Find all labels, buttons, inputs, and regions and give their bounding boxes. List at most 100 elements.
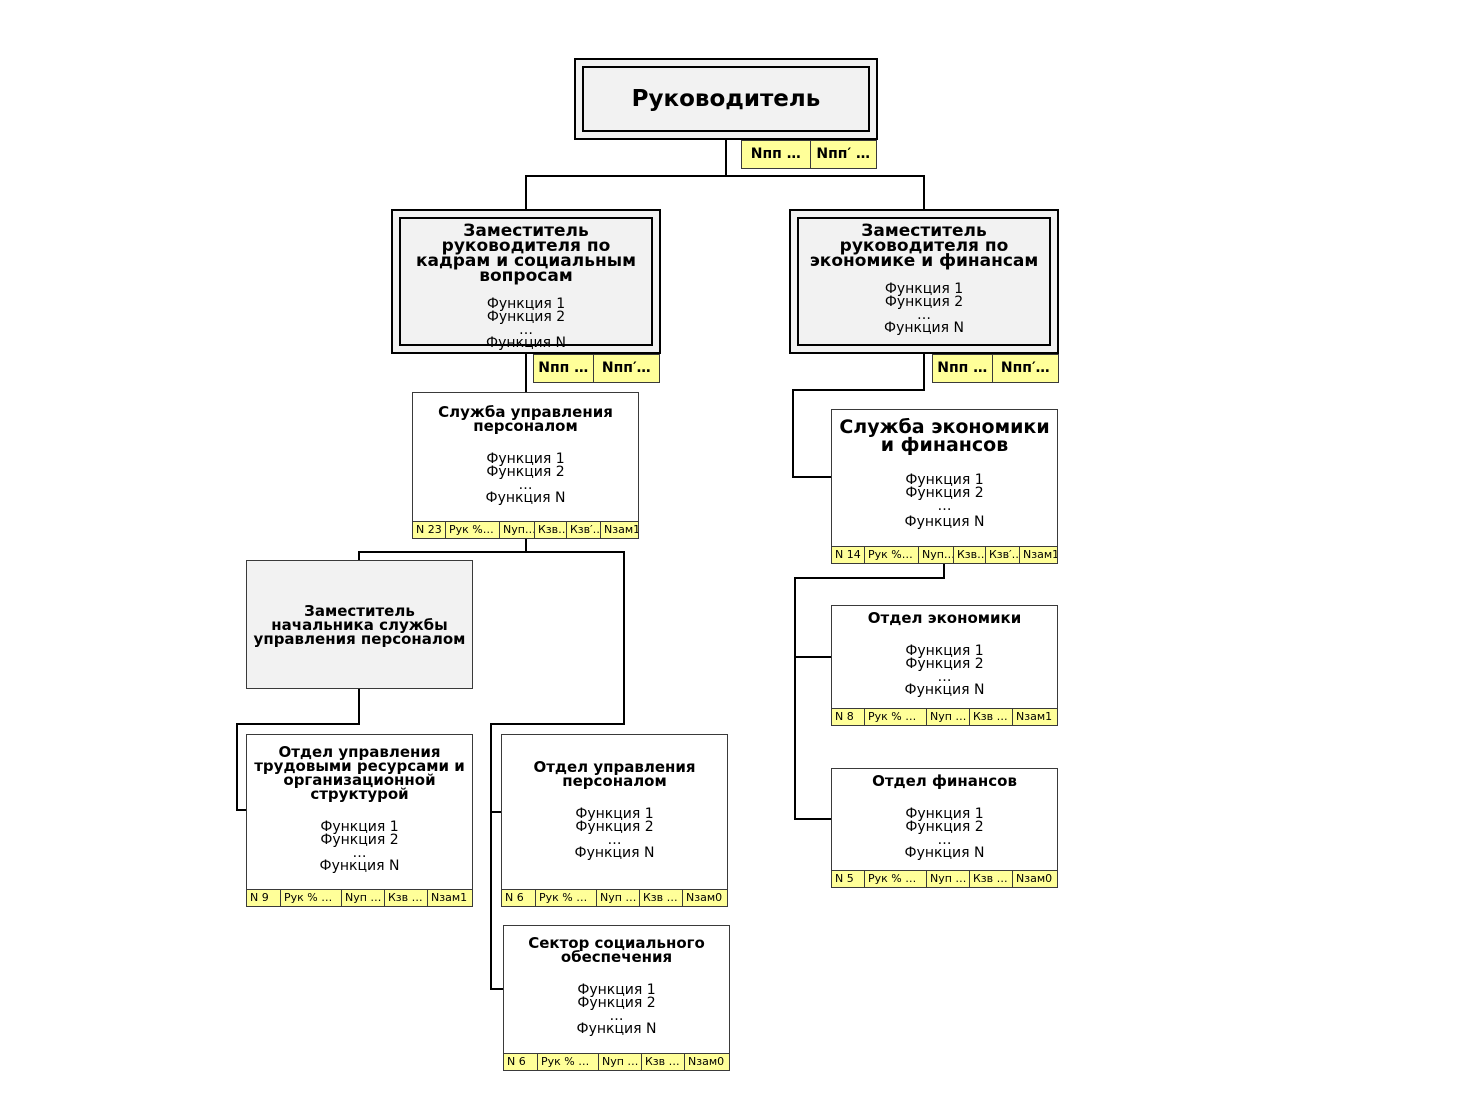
stat-manager-percent: Рук % …: [865, 871, 927, 887]
dept-econ-title: Отдел экономики: [867, 609, 1022, 627]
dept-personnel-functions: Функция 1 Функция 2 … Функция N: [574, 806, 655, 861]
stat-kzv-prime: Кзв′…: [567, 522, 601, 538]
function-item: Функция N: [574, 845, 655, 861]
function-item: Функция 2: [905, 819, 984, 835]
dept-labor-box: Отдел управления трудовыми ресурсами и о…: [246, 734, 473, 890]
stat-kzv: Кзв …: [642, 1054, 685, 1070]
head-tags: Nпп … Nпп′ …: [741, 140, 877, 169]
stat-nzam: Nзам0: [688, 1055, 725, 1068]
dept-personnel-title: Отдел управления персоналом: [533, 758, 696, 790]
deputy-hr-functions: Функция 1 Функция 2 … Функция N: [486, 296, 566, 351]
econ-service-functions: Функция 1 Функция 2 … Функция N: [904, 472, 985, 530]
function-item: Функция 2: [884, 294, 964, 310]
dept-personnel-box: Отдел управления персоналом Функция 1 Фу…: [501, 734, 728, 890]
stat-headcount: N 8: [832, 709, 865, 725]
stat-headcount: N 14: [832, 547, 865, 563]
head-title: Руководитель: [631, 86, 821, 112]
function-item: Функция 1: [320, 819, 399, 835]
stat-nzam: Nзам0: [1016, 872, 1053, 885]
econ-service-stats: N 14 Рук %… Nуп… Кзв… Кзв′… Nзам1: [831, 546, 1058, 564]
stat-kzv: Кзв…: [535, 522, 567, 538]
dept-personnel-stats: N 6 Рук % … Nуп … Кзв … Nзам0: [501, 889, 728, 907]
sector-social-box: Сектор социального обеспечения Функция 1…: [503, 925, 730, 1054]
stat-nup: Nуп …: [597, 890, 640, 906]
function-item: Функция N: [904, 514, 985, 530]
function-item: Функция 2: [905, 485, 984, 501]
stat-manager-percent: Рук % …: [538, 1054, 599, 1070]
function-item: Функция 1: [575, 806, 654, 822]
function-item: Функция 2: [486, 309, 566, 325]
function-item: …: [937, 669, 952, 685]
function-item: Функция N: [486, 335, 566, 351]
function-item: Функция 2: [575, 819, 654, 835]
function-item: Функция 1: [884, 281, 964, 297]
deputy-econ-tag-npp-prime: Nпп′…: [1000, 360, 1050, 376]
sector-social-title: Сектор социального обеспечения: [528, 934, 705, 966]
stat-nup: Nуп…: [919, 547, 954, 563]
stat-nup: Nуп …: [342, 890, 385, 906]
stat-nzam: Nзам0: [686, 891, 723, 904]
deputy-econ-tag-npp: Nпп …: [933, 355, 993, 382]
deputy-econ-title: Заместитель руководителя по экономике и …: [809, 221, 1039, 271]
function-item: Функция N: [576, 1021, 657, 1037]
stat-headcount: N 6: [504, 1054, 538, 1070]
stat-kzv: Кзв …: [640, 890, 683, 906]
dept-econ-stats: N 8 Рук % … Nуп … Кзв … Nзам1: [831, 708, 1058, 726]
econ-service-box: Служба экономики и финансов Функция 1 Фу…: [831, 409, 1058, 547]
stat-headcount: N 6: [502, 890, 536, 906]
function-item: Функция N: [485, 490, 566, 506]
head-tag-npp-prime: Nпп′ …: [816, 146, 871, 162]
stat-manager-percent: Рук %…: [865, 547, 919, 563]
stat-headcount: N 5: [832, 871, 865, 887]
head-tag-npp: Nпп …: [742, 141, 811, 168]
stat-manager-percent: Рук %…: [446, 522, 500, 538]
dept-finance-functions: Функция 1 Функция 2 … Функция N: [905, 807, 985, 860]
hr-service-title: Служба управления персоналом: [438, 403, 613, 435]
stat-headcount: N 23: [413, 522, 446, 538]
deputy-hr-tag-npp-prime: Nпп′…: [601, 360, 651, 376]
stat-nzam: Nзам1: [604, 523, 638, 536]
stat-kzv: Кзв …: [970, 871, 1013, 887]
deputy-hr-tag-npp: Nпп …: [534, 355, 594, 382]
function-item: Функция N: [319, 858, 400, 874]
stat-nzam: Nзам1: [431, 891, 468, 904]
stat-nup: Nуп…: [500, 522, 535, 538]
stat-manager-percent: Рук % …: [281, 890, 342, 906]
dept-econ-box: Отдел экономики Функция 1 Функция 2 … Фу…: [831, 605, 1058, 709]
deputy-hr-title: Заместитель руководителя по кадрам и соц…: [416, 221, 636, 286]
hr-service-box: Служба управления персоналом Функция 1 Ф…: [412, 392, 639, 522]
function-item: Функция 1: [905, 472, 984, 488]
dept-labor-functions: Функция 1 Функция 2 … Функция N: [319, 819, 400, 874]
stat-manager-percent: Рук % …: [865, 709, 927, 725]
function-item: Функция 1: [905, 643, 984, 659]
function-item: Функция 1: [486, 296, 566, 312]
function-item: Функция 2: [577, 995, 656, 1011]
deputy-econ-functions: Функция 1 Функция 2 … Функция N: [884, 281, 964, 336]
dept-labor-title: Отдел управления трудовыми ресурсами и о…: [254, 743, 465, 803]
stat-kzv: Кзв …: [385, 890, 428, 906]
stat-nzam: Nзам1: [1016, 710, 1053, 723]
hr-deputy-chief-box: Заместитель начальника службы управления…: [246, 560, 473, 689]
stat-nzam: Nзам1: [1023, 548, 1057, 561]
function-item: …: [937, 832, 952, 848]
function-item: …: [937, 498, 952, 514]
function-item: Функция 1: [486, 451, 565, 467]
function-item: Функция 2: [486, 464, 565, 480]
function-item: …: [916, 307, 931, 323]
head-box: Руководитель: [574, 58, 878, 140]
stat-nup: Nуп …: [927, 871, 970, 887]
function-item: …: [352, 845, 367, 861]
function-item: Функция 2: [905, 656, 984, 672]
hr-deputy-chief-title: Заместитель начальника службы управления…: [253, 601, 466, 648]
function-item: Функция N: [884, 320, 964, 336]
dept-labor-stats: N 9 Рук % … Nуп … Кзв … Nзам1: [246, 889, 473, 907]
function-item: Функция 1: [577, 982, 656, 998]
sector-social-functions: Функция 1 Функция 2 … Функция N: [576, 982, 657, 1037]
dept-econ-functions: Функция 1 Функция 2 … Функция N: [905, 643, 985, 697]
dept-finance-box: Отдел финансов Функция 1 Функция 2 … Фун…: [831, 768, 1058, 871]
function-item: …: [609, 1008, 624, 1024]
deputy-econ-box: Заместитель руководителя по экономике и …: [789, 209, 1059, 354]
deputy-hr-tags: Nпп … Nпп′…: [533, 354, 660, 383]
